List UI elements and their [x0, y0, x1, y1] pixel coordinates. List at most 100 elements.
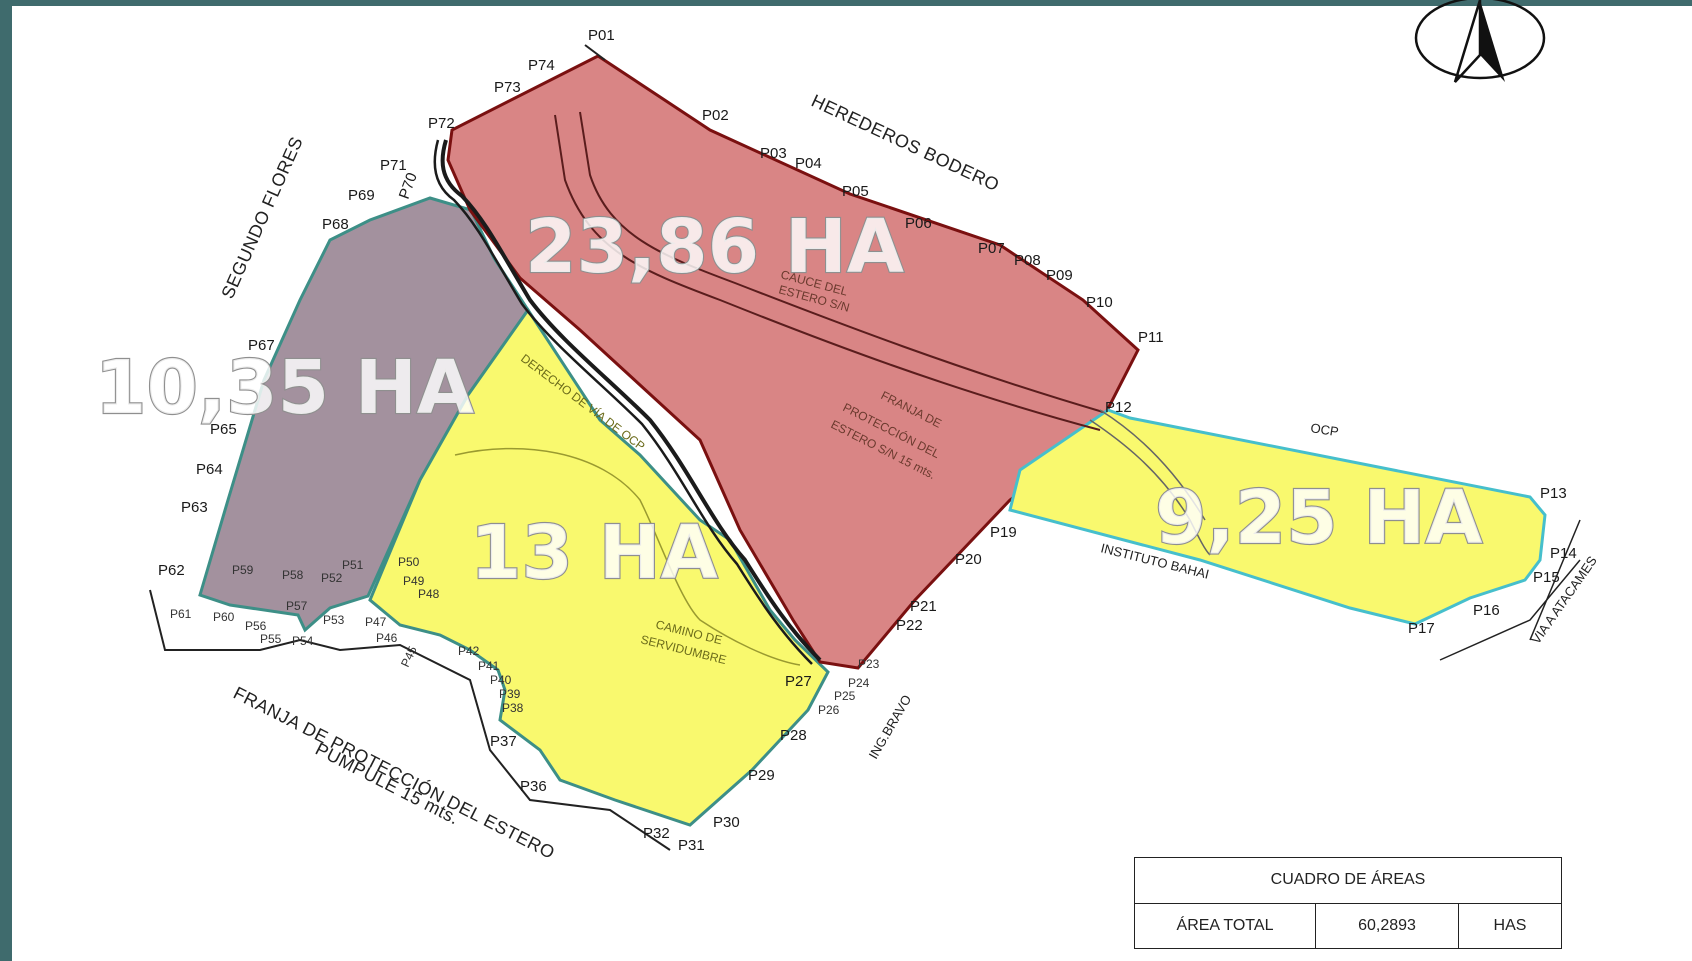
point-label: P21 — [910, 598, 937, 615]
point-label: P40 — [490, 673, 512, 687]
point-label: P13 — [1540, 485, 1567, 502]
legend-title: CUADRO DE ÁREAS — [1134, 857, 1562, 904]
parcel-yellow-east[interactable] — [1008, 408, 1547, 626]
point-label: P19 — [990, 524, 1017, 541]
point-label: P49 — [403, 574, 425, 588]
area-label-yellow-east: 9,25 HA — [1155, 475, 1483, 561]
point-label: P65 — [210, 421, 237, 438]
point-label: P27 — [785, 673, 812, 690]
point-label: P16 — [1473, 602, 1500, 619]
cauce-line-b — [579, 111, 1104, 413]
point-label: P20 — [955, 551, 982, 568]
point-label: P07 — [978, 240, 1005, 257]
p01-tick — [584, 44, 606, 61]
point-label: P28 — [780, 727, 807, 744]
point-label: P31 — [678, 837, 705, 854]
point-label: P17 — [1408, 620, 1435, 637]
point-label: P55 — [260, 632, 282, 646]
east-outer-line — [1439, 559, 1581, 661]
point-label: P29 — [748, 767, 775, 784]
point-label: P23 — [858, 657, 880, 671]
point-label: P67 — [248, 337, 275, 354]
area-label-yellow-main: 13 HA — [470, 510, 718, 596]
via-line — [1529, 519, 1581, 641]
road-label-segundo: SEGUNDO FLORES — [217, 134, 306, 302]
point-label: P09 — [1046, 267, 1073, 284]
point-label: P74 — [528, 57, 555, 74]
area-label-red: 23,86 HA — [525, 204, 904, 290]
legend-total-label: ÁREA TOTAL — [1134, 902, 1316, 949]
point-label: P69 — [348, 187, 375, 204]
creek-channel — [440, 139, 822, 662]
point-label: P48 — [418, 587, 440, 601]
point-label: P02 — [702, 107, 729, 124]
ocp-line-b — [1099, 409, 1206, 521]
point-label: P70 — [396, 170, 421, 201]
point-label: P10 — [1086, 294, 1113, 311]
point-label: P61 — [170, 607, 192, 621]
point-label: P57 — [286, 599, 308, 613]
parcel-red[interactable] — [446, 54, 1140, 670]
point-label: P08 — [1014, 252, 1041, 269]
point-label: P25 — [834, 689, 856, 703]
point-label: P64 — [196, 461, 223, 478]
point-label: P06 — [905, 215, 932, 232]
point-label: P51 — [342, 558, 364, 572]
point-label: P42 — [458, 644, 480, 658]
west-outer-line — [149, 589, 671, 851]
point-label: P72 — [428, 115, 455, 132]
north-arrow-icon — [1414, 0, 1546, 83]
point-label: P14 — [1550, 545, 1577, 562]
legend-total-unit: HAS — [1458, 902, 1562, 949]
point-label: P15 — [1533, 569, 1560, 586]
area-label-purple: 10,35 HA — [95, 345, 474, 431]
point-label: P71 — [380, 157, 407, 174]
point-label: P11 — [1138, 329, 1164, 346]
road-label-ing: ING.BRAVO — [866, 692, 915, 761]
servidumbre-path — [454, 447, 801, 666]
point-label: P60 — [213, 610, 235, 624]
point-label: P32 — [643, 825, 670, 842]
point-label: P52 — [321, 571, 343, 585]
point-label: P54 — [292, 634, 314, 648]
parcel-purple[interactable] — [198, 196, 530, 633]
point-label: P50 — [398, 555, 420, 569]
point-label: P03 — [760, 145, 787, 162]
road-label-herederos: HEREDEROS BODERO — [808, 90, 1002, 195]
point-label: P53 — [323, 613, 345, 627]
point-label: P22 — [896, 617, 923, 634]
point-label: P46 — [376, 631, 398, 645]
point-label: P56 — [245, 619, 267, 633]
creek-channel-inner — [433, 139, 813, 665]
legend-total-value: 60,2893 — [1315, 902, 1459, 949]
point-label: P12 — [1105, 399, 1132, 416]
road-label-ocp: OCP — [1310, 420, 1340, 439]
point-label: P59 — [232, 563, 254, 577]
point-label: P41 — [478, 659, 500, 673]
road-label-franja-2: PUMPULE 15 mts. — [312, 739, 462, 829]
point-label: P01 — [588, 27, 615, 44]
point-label: P38 — [502, 701, 524, 715]
point-label: P58 — [282, 568, 304, 582]
point-label: P37 — [490, 733, 517, 750]
point-labels: P01 P74 P73 P72 P71 P69 P70 P68 P67 P65 … — [158, 27, 1577, 854]
point-label: P47 — [365, 615, 387, 629]
point-label: P62 — [158, 562, 185, 579]
point-label: P68 — [322, 216, 349, 233]
areas-legend-table: CUADRO DE ÁREAS ÁREA TOTAL 60,2893 HAS — [1134, 857, 1562, 949]
point-label: P05 — [842, 183, 869, 200]
cauce-line-a — [554, 114, 1101, 431]
point-label: P24 — [848, 676, 870, 690]
point-label: P39 — [499, 687, 521, 701]
point-label: P63 — [181, 499, 208, 516]
point-label: P36 — [520, 778, 547, 795]
road-label-via: VIA A ATACAMES — [1528, 553, 1600, 647]
ocp-line-a — [1089, 419, 1211, 556]
point-label: P30 — [713, 814, 740, 831]
point-label: P45 — [398, 644, 420, 670]
point-label: P26 — [818, 703, 840, 717]
point-label: P04 — [795, 155, 822, 172]
point-label: P73 — [494, 79, 521, 96]
